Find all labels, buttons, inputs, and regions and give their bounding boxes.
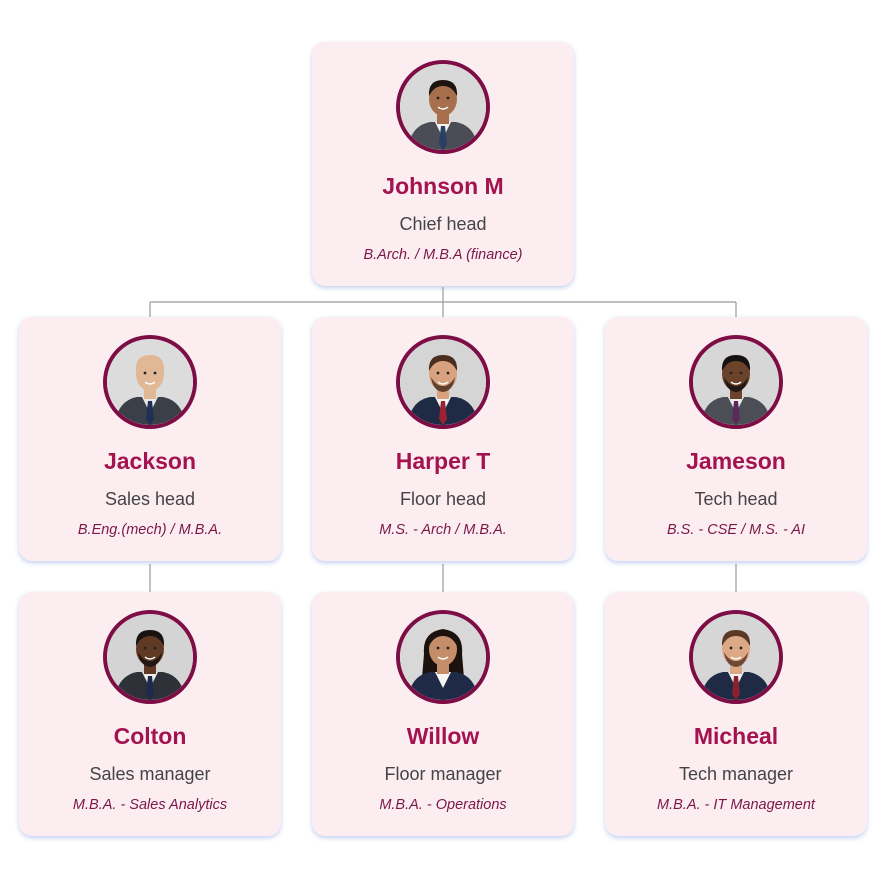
org-card-root[interactable]: Johnson M Chief head B.Arch. / M.B.A (fi…	[312, 42, 574, 286]
org-card-jameson[interactable]: Jameson Tech head B.S. - CSE / M.S. - AI	[605, 317, 867, 561]
person-name: Willow	[406, 723, 480, 749]
person-role: Sales manager	[89, 764, 211, 784]
person-name: Colton	[113, 723, 187, 749]
person-role: Floor head	[399, 489, 487, 509]
avatar-willow	[396, 610, 490, 704]
avatar-harper-t	[396, 335, 490, 429]
person-role: Tech manager	[678, 764, 794, 784]
person-education: M.B.A. - IT Management	[657, 797, 815, 813]
org-card-colton[interactable]: Colton Sales manager M.B.A. - Sales Anal…	[19, 592, 281, 836]
org-card-harper-t[interactable]: Harper T Floor head M.S. - Arch / M.B.A.	[312, 317, 574, 561]
person-role: Chief head	[399, 214, 487, 234]
person-name: Harper T	[395, 448, 491, 474]
person-name: Johnson M	[382, 173, 504, 199]
person-role: Tech head	[694, 489, 778, 509]
person-education: M.S. - Arch / M.B.A.	[379, 522, 507, 538]
avatar-micheal	[689, 610, 783, 704]
person-education: B.Arch. / M.B.A (finance)	[363, 247, 523, 263]
person-name: Jackson	[103, 448, 197, 474]
person-education: B.S. - CSE / M.S. - AI	[666, 522, 806, 538]
portrait-illustration	[400, 64, 486, 150]
person-education: B.Eng.(mech) / M.B.A.	[77, 522, 223, 538]
portrait-illustration	[400, 614, 486, 700]
portrait-illustration	[107, 614, 193, 700]
org-card-jackson[interactable]: Jackson Sales head B.Eng.(mech) / M.B.A.	[19, 317, 281, 561]
person-role: Floor manager	[384, 764, 502, 784]
avatar-johnson-m	[396, 60, 490, 154]
person-education: M.B.A. - Operations	[379, 797, 507, 813]
portrait-illustration	[693, 614, 779, 700]
avatar-jackson	[103, 335, 197, 429]
person-education: M.B.A. - Sales Analytics	[72, 797, 228, 813]
avatar-jameson	[689, 335, 783, 429]
person-role: Sales head	[104, 489, 196, 509]
avatar-colton	[103, 610, 197, 704]
org-card-willow[interactable]: Willow Floor manager M.B.A. - Operations	[312, 592, 574, 836]
person-name: Micheal	[693, 723, 779, 749]
portrait-illustration	[693, 339, 779, 425]
person-name: Jameson	[686, 448, 786, 474]
portrait-illustration	[107, 339, 193, 425]
org-card-micheal[interactable]: Micheal Tech manager M.B.A. - IT Managem…	[605, 592, 867, 836]
portrait-illustration	[400, 339, 486, 425]
